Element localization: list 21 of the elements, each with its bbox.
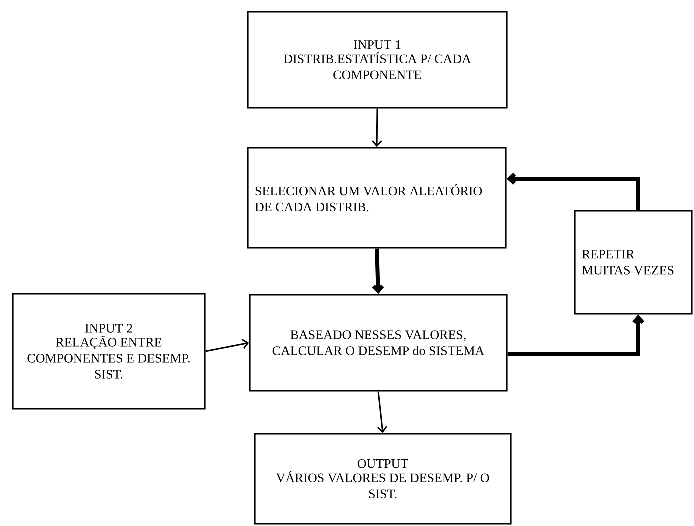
arrow [377, 392, 388, 434]
box-text: INPUT 2 [85, 324, 132, 333]
box-text: INPUT 1 [354, 40, 401, 50]
box-text: DISTRIB.ESTATÍSTICA P/ CADA COMPONENTE [284, 52, 472, 80]
process-box [574, 210, 693, 315]
arrow [508, 314, 644, 356]
box-text: SELECIONAR UM VALOR ALEATÓRIO DE CADA DISTRIB. [255, 184, 482, 212]
arrow [372, 108, 382, 148]
process-box [247, 147, 507, 249]
box-text: RELAÇÃO ENTRE COMPONENTES E DESEMP. SIST. [28, 336, 190, 379]
process-box [254, 433, 512, 525]
box-text: VÁRIOS VALORES DE DESEMP. P/ O SIST. [276, 471, 490, 499]
process-box [12, 293, 206, 410]
box-text: REPETIR MUITAS VEZES [582, 250, 674, 275]
box-text: BASEADO NESSES VALORES, CALCULAR O DESEMP do SISTEMA [272, 330, 485, 356]
process-box [247, 11, 508, 109]
box-text: OUTPUT [358, 459, 408, 468]
arrow [206, 339, 250, 352]
arrow [372, 248, 384, 294]
arrow [506, 173, 640, 210]
process-box [249, 294, 508, 392]
